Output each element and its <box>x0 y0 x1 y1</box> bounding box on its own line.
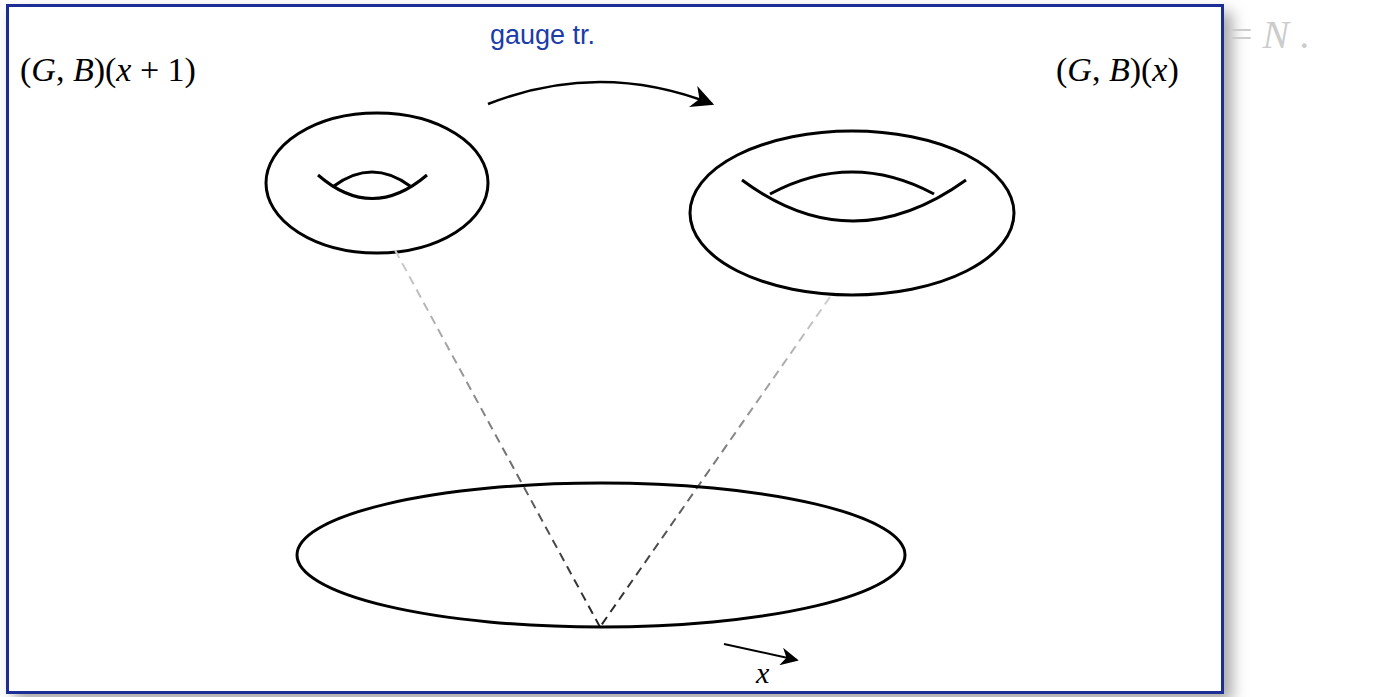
large-torus <box>690 131 1014 295</box>
small-torus <box>266 113 488 253</box>
gauge-arrow <box>488 82 712 104</box>
base-circle <box>297 483 905 627</box>
arrow-label: gauge tr. <box>490 20 595 51</box>
coordinate-label: x <box>756 656 769 691</box>
field-label: (G, B)(x + 1) <box>20 50 196 89</box>
field-label: (G, B)(x) <box>1056 50 1179 89</box>
fibre-line <box>395 250 600 627</box>
fibre-line <box>600 297 830 627</box>
frame-box <box>6 4 1224 694</box>
faded-equation: = N . <box>1230 12 1309 58</box>
